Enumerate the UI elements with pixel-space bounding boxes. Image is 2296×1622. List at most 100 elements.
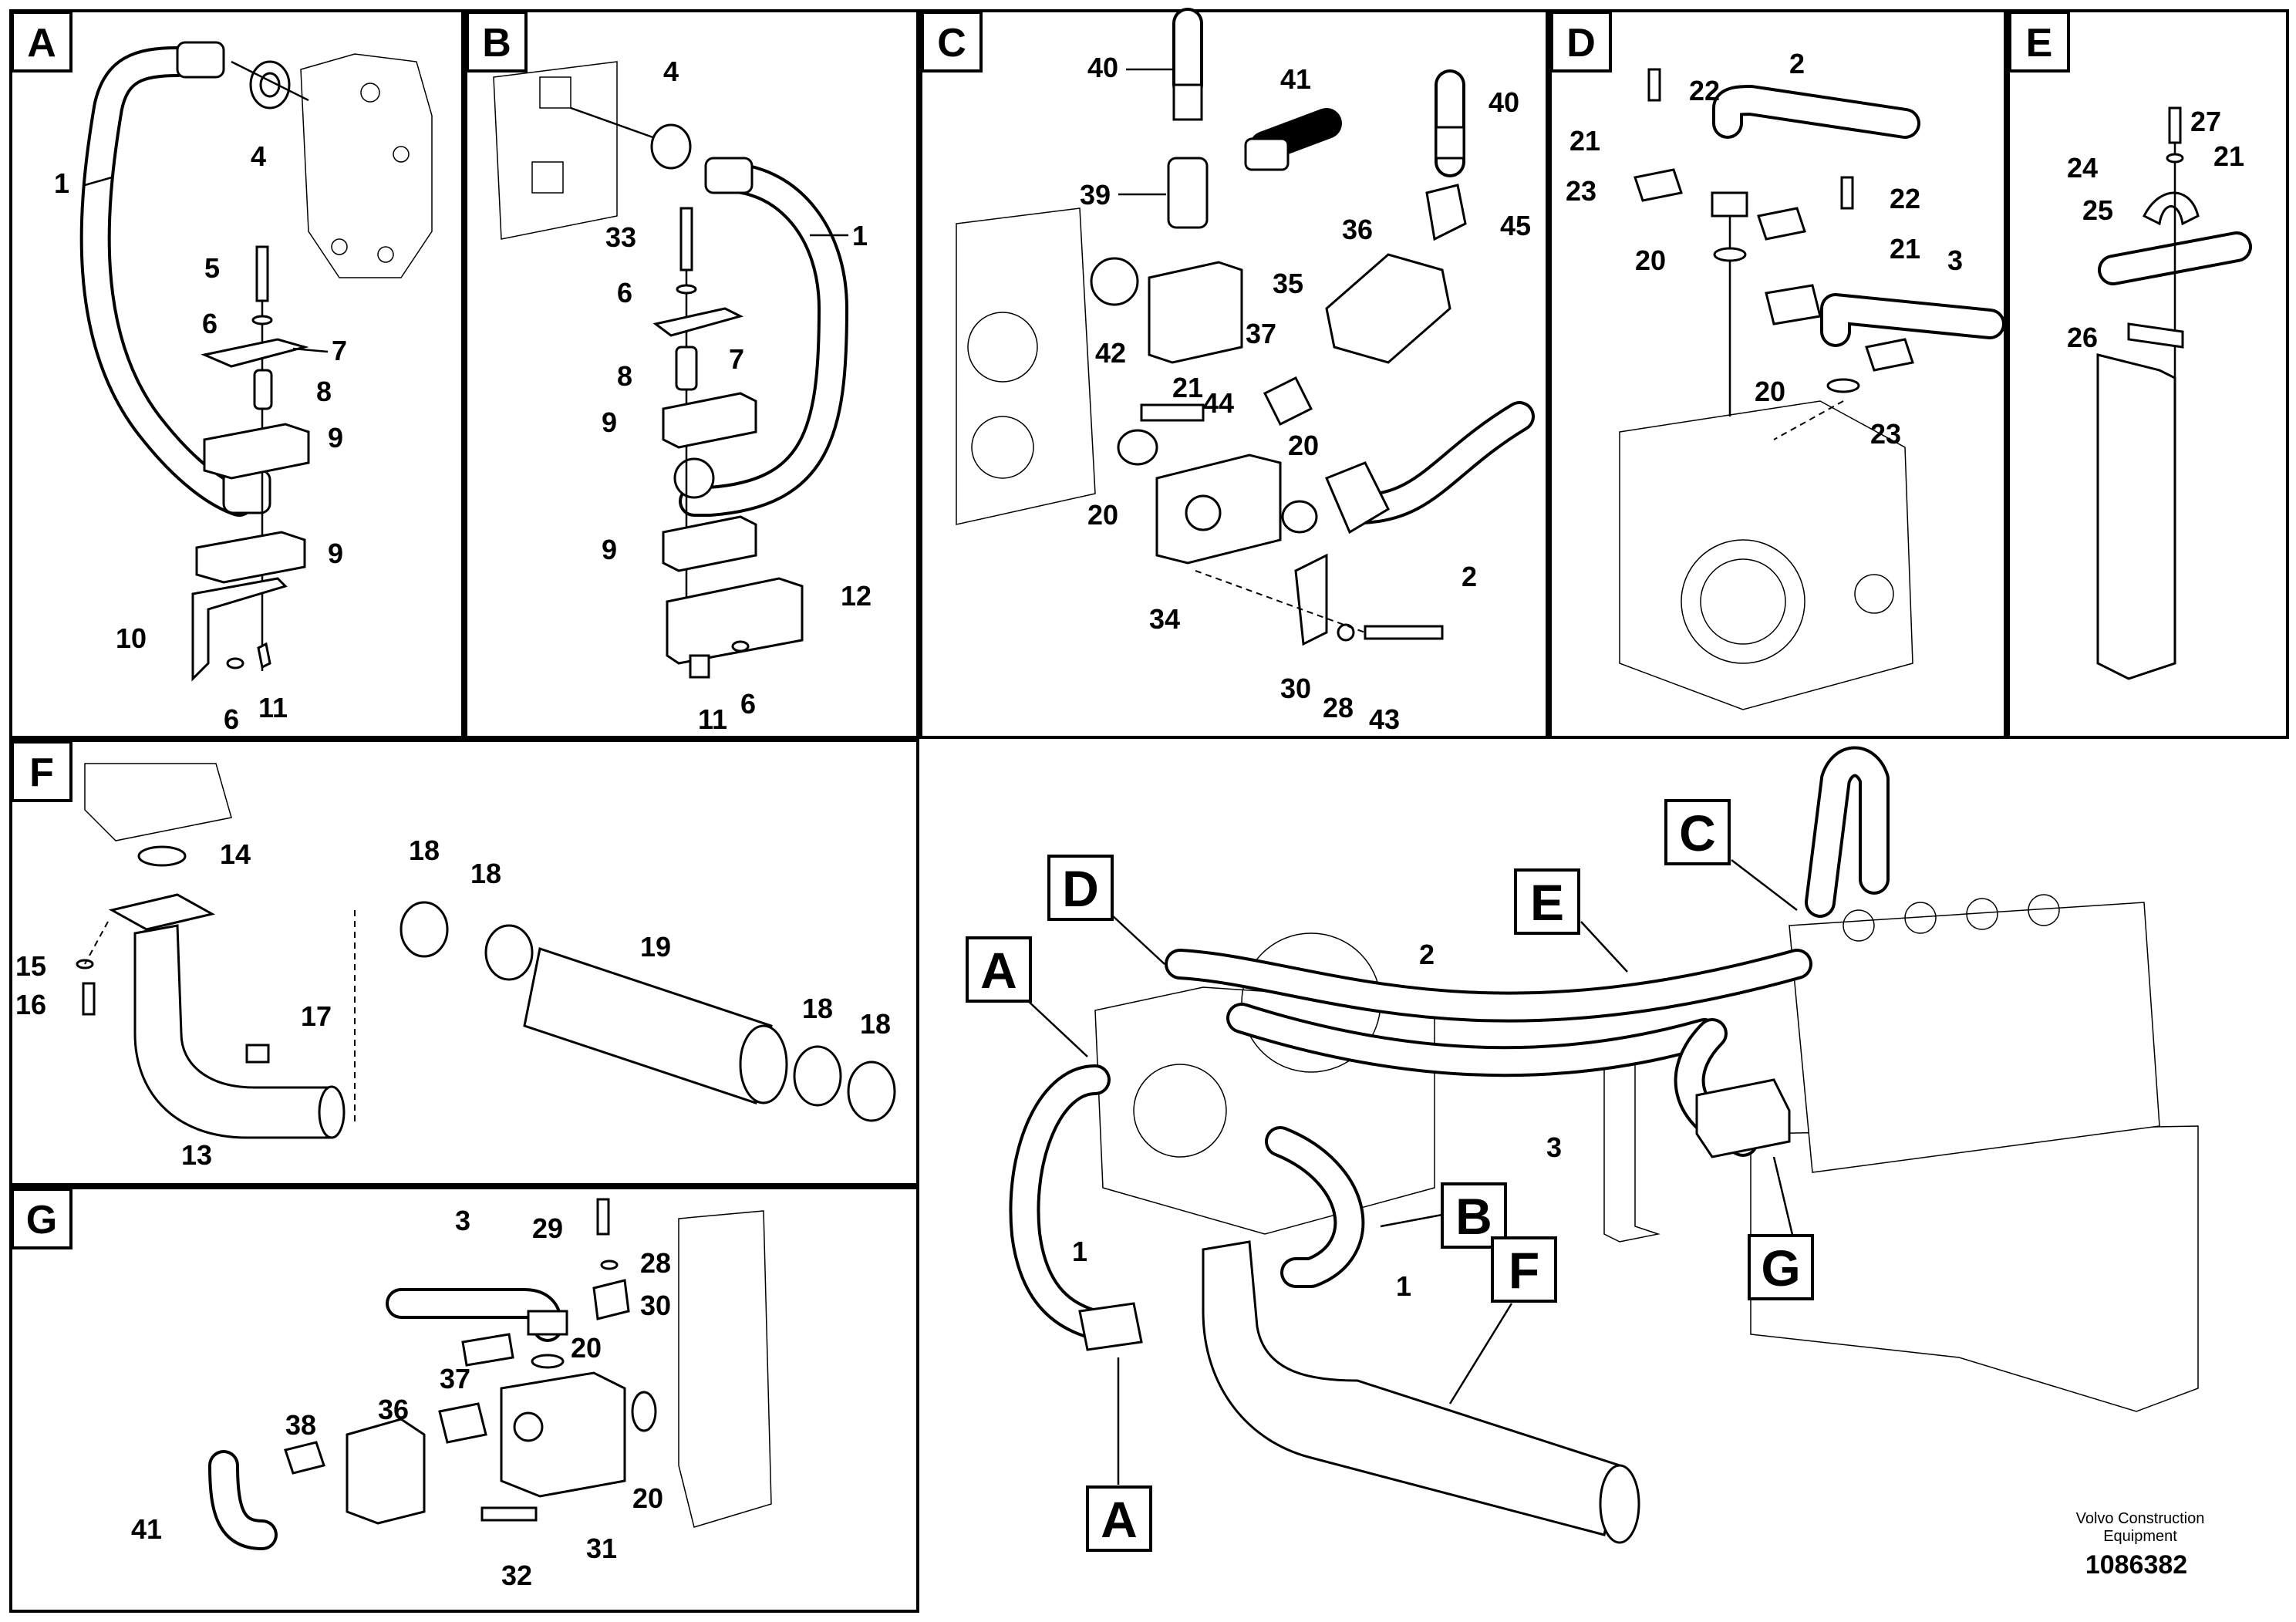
elbow-pipe-13 <box>133 924 333 1139</box>
svg-text:21: 21 <box>1172 372 1203 403</box>
panel-label-b: B <box>466 11 528 73</box>
svg-text:B: B <box>1455 1188 1492 1245</box>
overview-tag-a-top: A <box>966 936 1032 1003</box>
bracket-10 <box>191 577 288 682</box>
svg-text:37: 37 <box>1246 318 1276 349</box>
overview-tag-e: E <box>1514 868 1580 935</box>
svg-text:4: 4 <box>251 140 266 172</box>
clamp-d-mid <box>1757 207 1806 241</box>
plate-26 <box>2127 322 2184 349</box>
panel-g-frame <box>9 1186 919 1613</box>
svg-text:34: 34 <box>1149 603 1180 635</box>
flange-2-c <box>1325 461 1390 534</box>
bracket-12 <box>666 577 804 665</box>
svg-text:18: 18 <box>802 993 833 1024</box>
screw-22-right <box>1840 176 1854 210</box>
panel-c-drawing <box>956 8 1535 646</box>
svg-text:40: 40 <box>1489 86 1519 118</box>
svg-text:G: G <box>1761 1239 1800 1297</box>
panel-label-c: C <box>921 11 983 73</box>
svg-text:41: 41 <box>1280 63 1311 95</box>
washer-6-b <box>676 284 697 295</box>
panel-d-callouts: 22 2 21 23 22 21 20 3 20 23 <box>1566 48 1963 450</box>
oring-20-left <box>1117 429 1158 466</box>
svg-text:20: 20 <box>1755 376 1785 407</box>
panel-a-callouts: 1 4 5 6 7 8 9 9 10 6 11 <box>54 140 347 735</box>
panel-c-callouts: 40 41 40 39 35 36 45 42 37 21 44 20 20 3… <box>1080 52 1531 735</box>
bolt-43 <box>1364 625 1444 640</box>
plate-7-b <box>652 307 744 337</box>
svg-text:32: 32 <box>501 1560 532 1591</box>
fitting-38 <box>284 1441 325 1475</box>
svg-text:36: 36 <box>378 1394 409 1425</box>
overview-drawing <box>1009 746 2199 1544</box>
screw-5 <box>255 245 269 302</box>
svg-text:A: A <box>980 942 1017 999</box>
svg-text:9: 9 <box>328 538 343 569</box>
svg-text:A: A <box>27 21 56 66</box>
svg-text:41: 41 <box>131 1513 162 1545</box>
clamp-18-1 <box>400 901 449 958</box>
svg-text:36: 36 <box>1342 214 1373 245</box>
svg-text:42: 42 <box>1095 337 1126 369</box>
hose-fitting <box>176 41 225 79</box>
svg-text:11: 11 <box>258 692 288 723</box>
document-number: 1086382 <box>2085 1550 2187 1580</box>
svg-text:28: 28 <box>1323 692 1354 723</box>
svg-text:20: 20 <box>1087 499 1118 531</box>
svg-text:25: 25 <box>2082 194 2113 226</box>
svg-text:23: 23 <box>1870 418 1901 450</box>
clamp-23-bottom <box>1865 338 1914 372</box>
svg-text:5: 5 <box>204 252 220 284</box>
panel-f-callouts: 14 18 18 19 15 16 17 18 18 13 <box>15 835 891 1171</box>
svg-text:8: 8 <box>617 360 632 392</box>
hose-b-end <box>673 457 715 499</box>
panel-label-e: E <box>2008 11 2070 73</box>
elbow-45 <box>1425 184 1467 241</box>
valve-body-ghost <box>956 207 1096 525</box>
svg-text:G: G <box>26 1198 57 1243</box>
block-31 <box>500 1371 626 1498</box>
clamp-d-right <box>1765 284 1822 325</box>
svg-text:35: 35 <box>1273 268 1303 299</box>
bracket-e <box>2096 353 2176 680</box>
washer-6-b-bottom <box>731 640 750 653</box>
brand-line-1: Volvo Construction <box>2076 1510 2205 1527</box>
svg-text:20: 20 <box>632 1482 663 1514</box>
oring-20-g-top <box>531 1354 565 1369</box>
svg-text:1: 1 <box>852 220 868 251</box>
panel-f-drawing <box>76 763 896 1139</box>
svg-text:F: F <box>1509 1242 1539 1299</box>
svg-text:6: 6 <box>617 277 632 309</box>
overview-tag-g: G <box>1748 1234 1814 1300</box>
bolt-32 <box>480 1506 538 1522</box>
svg-text:23: 23 <box>1566 175 1596 207</box>
pump-housing <box>300 53 433 278</box>
panel-b-callouts: 4 1 33 6 7 8 9 9 12 11 6 <box>602 56 872 735</box>
bolt-11 <box>257 642 271 669</box>
plate-7 <box>201 338 309 368</box>
svg-text:44: 44 <box>1203 387 1234 419</box>
svg-text:22: 22 <box>1689 75 1720 106</box>
svg-text:4: 4 <box>663 56 679 87</box>
svg-text:6: 6 <box>202 308 217 339</box>
overview-suction-pipe <box>1202 1240 1621 1536</box>
panel-b-frame <box>464 9 919 739</box>
spacer-8-b <box>675 346 698 391</box>
clamp-30-g <box>592 1279 630 1320</box>
overview-clamp-a <box>1078 1302 1143 1351</box>
svg-text:30: 30 <box>1280 673 1311 704</box>
control-valve <box>1789 902 2160 1173</box>
svg-text:43: 43 <box>1369 703 1400 735</box>
clamp-9-upper <box>203 423 310 480</box>
svg-text:E: E <box>2026 21 2053 66</box>
hose-b-fitting <box>704 157 754 194</box>
clamp-18-2 <box>484 924 534 981</box>
flange-d-top <box>1711 191 1748 218</box>
svg-text:39: 39 <box>1080 179 1111 211</box>
panel-b-drawing <box>493 61 848 679</box>
panel-a-drawing <box>79 41 433 682</box>
svg-text:16: 16 <box>15 989 46 1020</box>
svg-text:20: 20 <box>1635 244 1666 276</box>
